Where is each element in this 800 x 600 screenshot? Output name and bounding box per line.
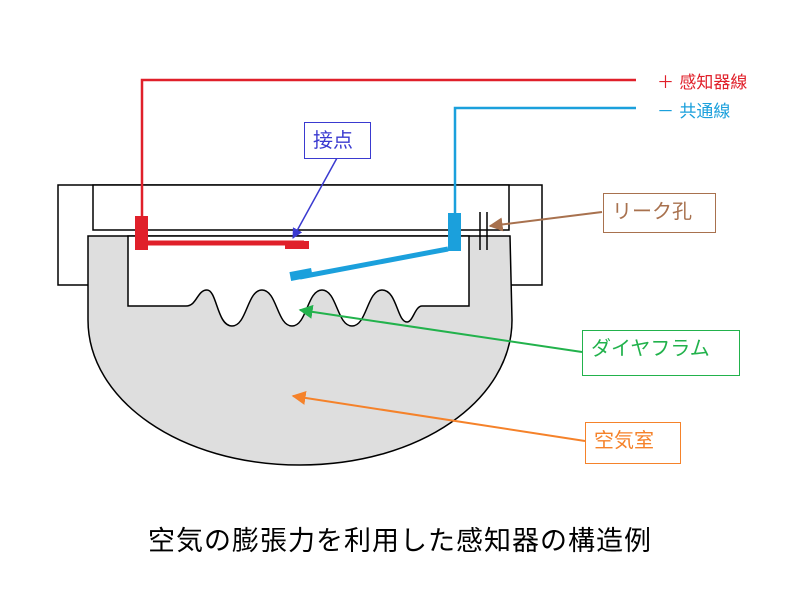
moving-contact-arm (299, 246, 449, 280)
fixed-contact (285, 241, 309, 249)
contact-arrow (292, 157, 338, 239)
diaphragm-label: ダイヤフラム (582, 330, 740, 376)
diaphragm-arrow (298, 304, 583, 353)
plus-wire-label: ＋ 感知器線 (657, 73, 748, 93)
common-wire-label: － 共通線 (657, 102, 731, 122)
common-wire (453, 106, 636, 217)
leak-hole-arrow (488, 211, 603, 232)
contact-label: 接点 (304, 122, 371, 159)
leak-hole-label: リーク孔 (603, 193, 716, 233)
plus-wire (140, 78, 636, 220)
air-chamber-arrow (291, 391, 586, 442)
moving-contact (289, 267, 313, 282)
common-terminal (448, 213, 461, 251)
diagram-caption: 空気の膨張力を利用した感知器の構造例 (148, 526, 652, 557)
plus-terminal (135, 216, 148, 250)
air-chamber-label: 空気室 (585, 422, 681, 464)
